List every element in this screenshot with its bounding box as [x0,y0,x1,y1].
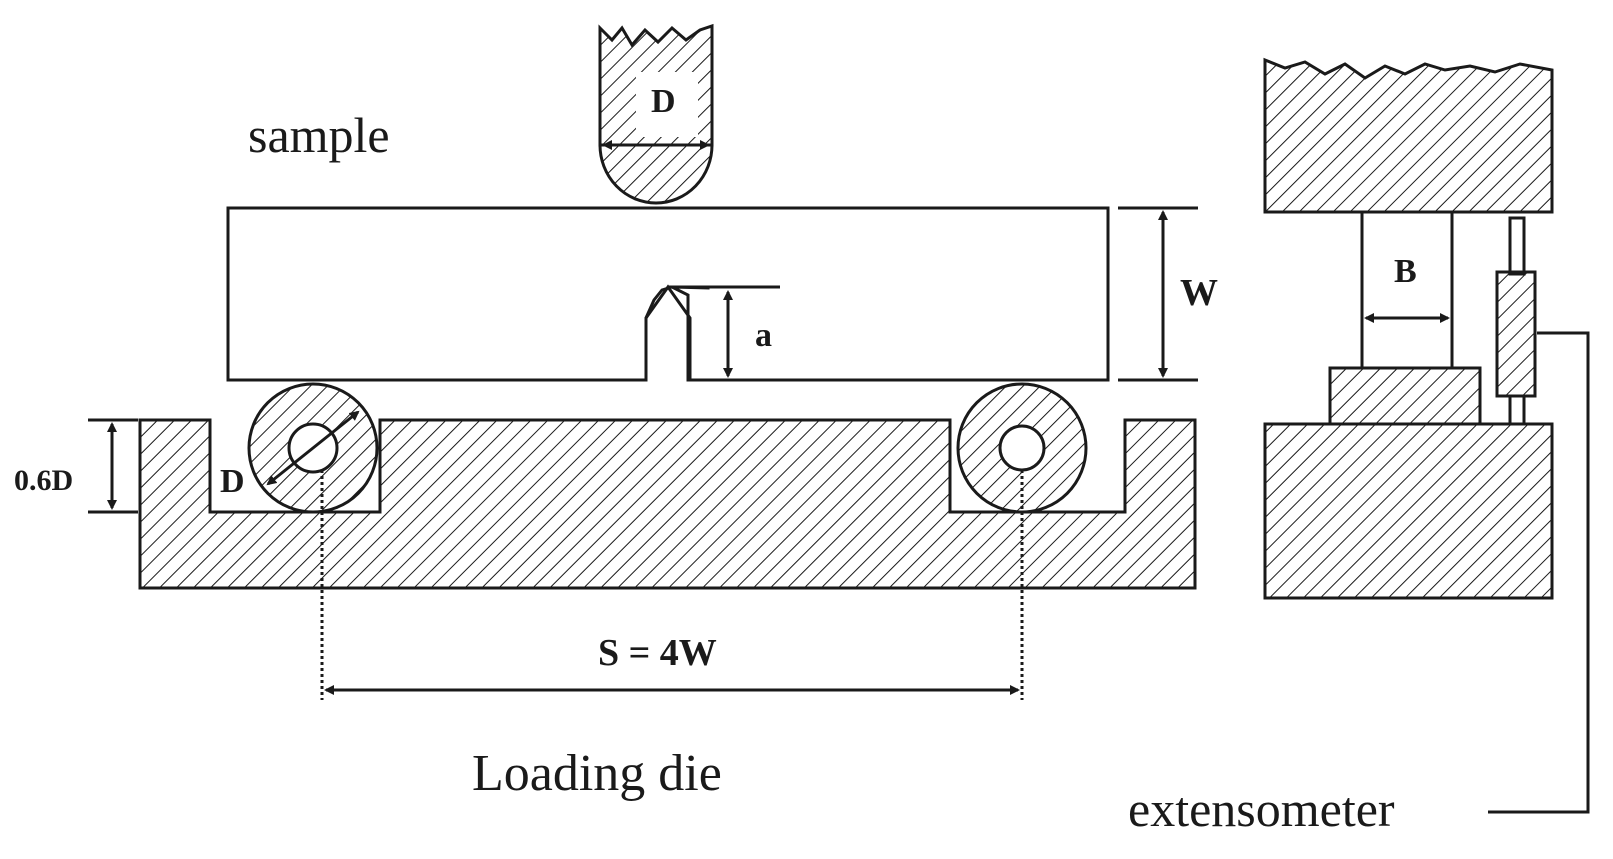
offset-label: 0.6D [14,464,73,497]
indenter-diameter-label: D [651,83,676,120]
right-support-roller [956,382,1088,514]
thickness-label: B [1394,253,1417,290]
loading-indenter [598,23,714,205]
side-view [1263,57,1590,814]
width-dimension [1118,206,1198,382]
left-support-roller [247,382,379,514]
offset-dimension [88,418,138,514]
span-dimension [320,470,1024,700]
width-label: W [1180,272,1218,314]
span-label: S = 4W [598,632,717,674]
sample-beam [226,206,1110,382]
roller-diameter-label: D [220,463,245,500]
sample-label: sample [248,107,390,163]
extensometer-label: extensometer [1128,781,1395,837]
loading-die-label: Loading die [472,745,722,802]
notch-depth-label: a [755,317,772,354]
loading-die [138,418,1197,590]
